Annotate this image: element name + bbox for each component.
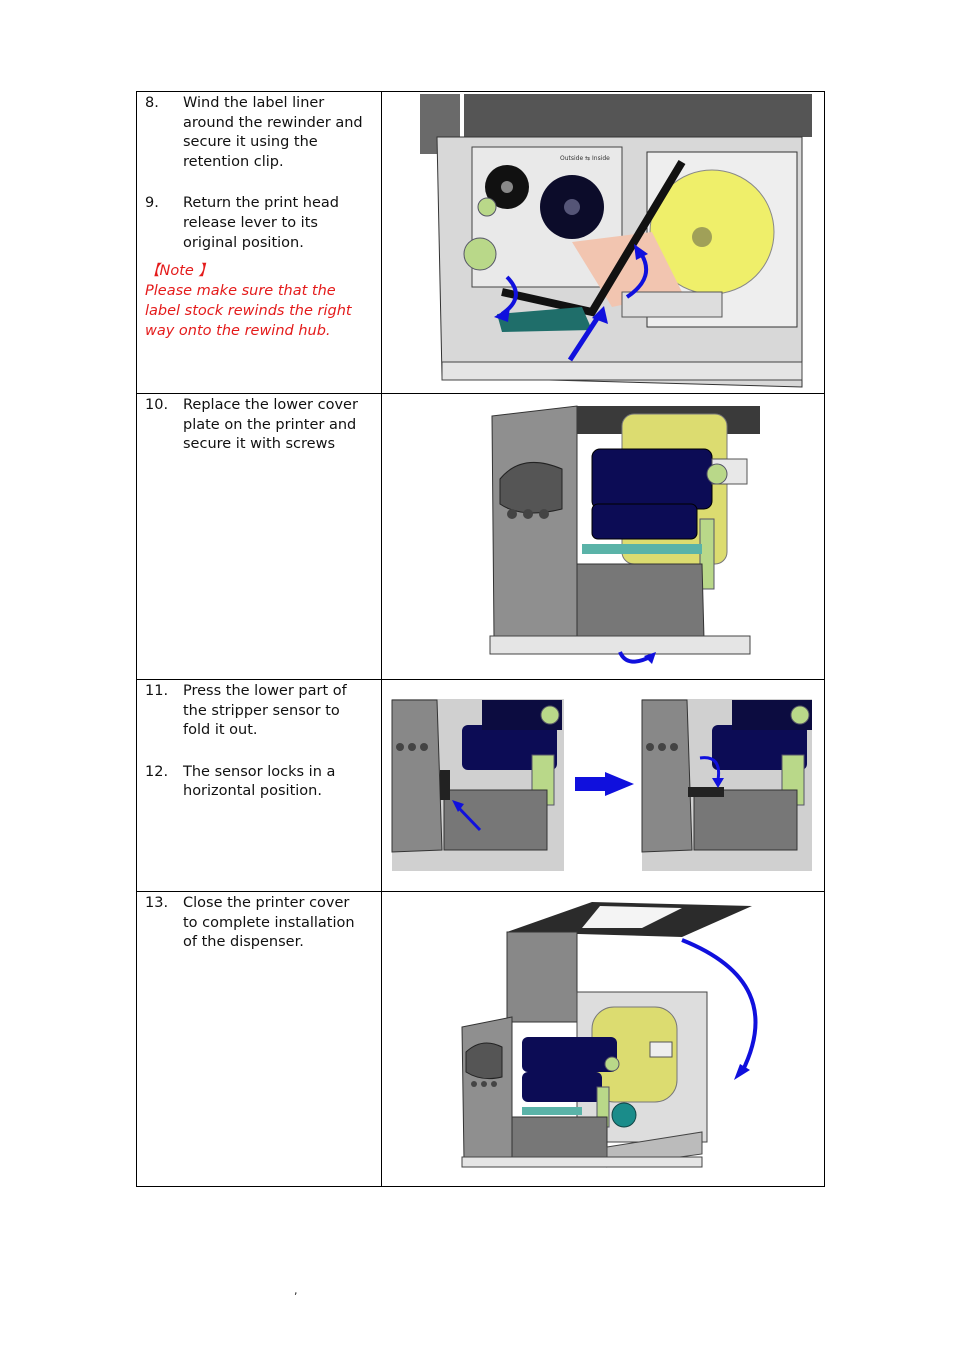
step-text: Close the printer cover to complete inst… (183, 895, 355, 951)
step-number: 11. (145, 683, 169, 699)
step-11: 11. Press the lower part of the stripper… (145, 682, 381, 741)
step-text: Replace the lower cover plate on the pri… (183, 397, 358, 453)
table-row: 13. Close the printer cover to complete … (136, 891, 825, 1187)
step-text: The sensor locks in a horizontal positio… (183, 763, 336, 800)
printer-rewinder-illustration: Outside ⇆ Inside (420, 94, 812, 388)
table-row: 8. Wind the label liner around the rewin… (136, 91, 825, 394)
text-cell: 11. Press the lower part of the stripper… (136, 679, 382, 892)
step-10: 10. Replace the lower cover plate on the… (145, 396, 381, 455)
step-text: Return the print head release lever to i… (183, 195, 340, 251)
step-number: 10. (145, 397, 169, 413)
image-cell: Outside ⇆ Inside (381, 91, 825, 394)
table-row: 10. Replace the lower cover plate on the… (136, 393, 825, 680)
close-cover-illustration (461, 902, 758, 1168)
printer-cover-plate-illustration (489, 405, 760, 664)
note-heading: 【Note 】 (145, 263, 213, 280)
step-number: 9. (145, 195, 159, 212)
step-9: 9. Return the print head release lever t… (145, 194, 381, 253)
step-text: Wind the label liner around the rewinder… (183, 95, 363, 170)
step-number: 12. (145, 763, 169, 780)
step-text: Press the lower part of the stripper sen… (183, 683, 347, 739)
outside-inside-label: Outside ⇆ Inside (560, 155, 610, 162)
step-12: 12. The sensor locks in a horizontal pos… (145, 763, 381, 802)
footer-mark: , (294, 1284, 298, 1297)
text-cell: 8. Wind the label liner around the rewin… (136, 91, 382, 394)
instruction-table: 8. Wind the label liner around the rewin… (136, 91, 825, 1187)
text-cell: 10. Replace the lower cover plate on the… (136, 393, 382, 680)
image-cell (381, 891, 825, 1187)
note-body: Please make sure that the label stock re… (145, 283, 352, 340)
image-cell (381, 679, 825, 892)
step-8: 8. Wind the label liner around the rewin… (145, 94, 381, 172)
image-cell (381, 393, 825, 680)
table-row: 11. Press the lower part of the stripper… (136, 679, 825, 892)
step-number: 8. (145, 95, 159, 111)
step-13: 13. Close the printer cover to complete … (145, 894, 381, 953)
step-number: 13. (145, 895, 169, 911)
stripper-sensor-illustration (391, 699, 812, 871)
text-cell: 13. Close the printer cover to complete … (136, 891, 382, 1187)
